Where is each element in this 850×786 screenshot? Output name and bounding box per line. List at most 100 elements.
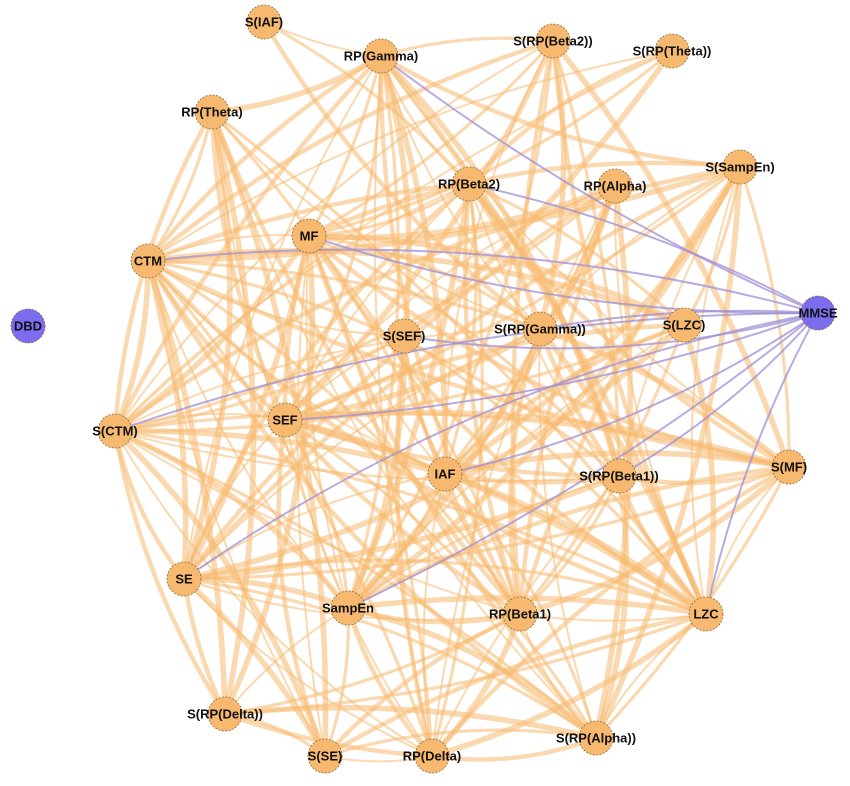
clinical-edge-n9-n12 [308,235,819,315]
node-mmse[interactable]: MMSE [799,295,838,331]
node-circle[interactable] [502,596,538,632]
edge-n6-n17 [114,183,470,432]
node-s-lzc[interactable]: S(LZC) [663,307,706,343]
node-sampen[interactable]: SampEn [322,590,374,626]
edge-n8-n24 [690,166,741,615]
node-s-rp-theta[interactable]: S(RP(Theta)) [633,33,712,69]
node-circle[interactable] [207,696,243,732]
node-circle[interactable] [97,413,133,449]
edge-n9-n17 [112,233,312,434]
edge-n20-n22 [345,464,792,611]
node-circle[interactable] [307,738,343,774]
node-circle[interactable] [688,596,724,632]
node-circle[interactable] [654,33,690,69]
node-s-ctm[interactable]: S(CTM) [92,413,138,449]
edge-n20-n23 [517,464,792,617]
node-circle[interactable] [522,311,558,347]
node-circle[interactable] [130,243,166,279]
node-se[interactable]: SE [166,561,202,597]
edge-n15-n24 [681,322,717,617]
node-dbd[interactable]: DBD [10,308,46,344]
edge-n23-n27 [429,611,523,759]
node-circle[interactable] [166,561,202,597]
node-s-rp-gamma[interactable]: S(RP(Gamma)) [494,311,586,347]
node-circle[interactable] [363,38,399,74]
edge-n23-n26 [322,611,523,759]
edge-n24-n28 [595,613,707,739]
node-rp-delta[interactable]: RP(Delta) [403,738,462,774]
node-mf[interactable]: MF [291,218,327,254]
node-circle[interactable] [601,458,637,494]
node-s-rp-beta2[interactable]: S(RP(Beta2)) [513,23,593,59]
node-s-sef[interactable]: S(SEF) [383,318,426,354]
node-iaf[interactable]: IAF [427,456,463,492]
edge-n19-n21 [181,473,622,582]
edge-n9-n19 [307,234,621,478]
node-label: S(SampEn) [705,160,774,175]
node-label: S(SEF) [383,329,426,344]
node-rp-beta2[interactable]: RP(Beta2) [438,166,500,202]
node-circle[interactable] [267,402,303,438]
node-circle[interactable] [578,720,614,756]
node-circle[interactable] [427,456,463,492]
node-s-iaf[interactable]: S(IAF) [245,4,283,40]
node-circle[interactable] [771,449,807,485]
node-label: SEF [272,413,297,428]
node-circle[interactable] [666,307,702,343]
node-s-rp-alpha[interactable]: S(RP(Alpha)) [556,720,636,756]
node-s-rp-delta[interactable]: S(RP(Delta)) [187,696,263,732]
node-label: RP(Delta) [403,749,462,764]
edge-n22-n24 [345,595,709,617]
edge-n16-n28 [283,418,598,740]
node-circle[interactable] [291,218,327,254]
node-circle[interactable] [330,590,366,626]
node-label: S(RP(Beta1)) [579,469,658,484]
node-circle[interactable] [451,166,487,202]
node-label: MF [300,229,319,244]
node-rp-gamma[interactable]: RP(Gamma) [344,38,418,74]
edge-n18-n27 [422,473,446,757]
edge-n19-n24 [616,473,709,617]
node-rp-theta[interactable]: RP(Theta) [181,94,243,130]
node-ctm[interactable]: CTM [130,243,166,279]
node-layer: S(IAF) RP(Gamma) S(RP(Beta2)) S(RP(Theta)) R… [10,4,838,774]
node-circle[interactable] [722,149,758,185]
edge-n10-n28 [145,258,599,741]
node-sef[interactable]: SEF [267,402,303,438]
node-circle[interactable] [597,168,633,204]
edge-n8-n20 [738,165,791,469]
edge-n15-n16 [282,322,687,423]
edge-layer [112,19,792,763]
node-label: S(RP(Gamma)) [494,322,586,337]
clinical-edge-n6-n12 [468,183,819,314]
edge-n21-n28 [182,577,598,740]
node-rp-beta1[interactable]: RP(Beta1) [489,596,551,632]
node-circle[interactable] [246,4,282,40]
node-label: S(RP(Theta)) [633,44,712,59]
node-s-sampen[interactable]: S(SampEn) [705,149,775,185]
edge-n22-n28 [345,605,599,741]
node-circle[interactable] [414,738,450,774]
edge-n17-n20 [113,411,791,469]
node-circle[interactable] [194,94,230,130]
clinical-edge-n17-n12 [114,312,819,432]
node-s-rp-beta1[interactable]: S(RP(Beta1)) [579,458,659,494]
node-s-se[interactable]: S(SE) [307,738,343,774]
node-circle[interactable] [535,23,571,59]
node-rp-alpha[interactable]: RP(Alpha) [584,168,647,204]
node-s-mf[interactable]: S(MF) [771,449,807,485]
clinical-edge-layer [114,55,819,615]
node-lzc[interactable]: LZC [688,596,724,632]
node-label: LZC [693,607,719,622]
edge-n4-n9 [307,49,674,238]
edge-n2-n10 [145,53,384,264]
node-label: RP(Alpha) [584,179,647,194]
node-circle[interactable] [800,295,836,331]
node-circle[interactable] [10,308,46,344]
edge-n10-n20 [145,258,792,470]
node-circle[interactable] [386,318,422,354]
edge-n6-n16 [284,183,470,421]
edge-n15-n17 [113,323,686,433]
edge-n4-n10 [147,50,673,262]
